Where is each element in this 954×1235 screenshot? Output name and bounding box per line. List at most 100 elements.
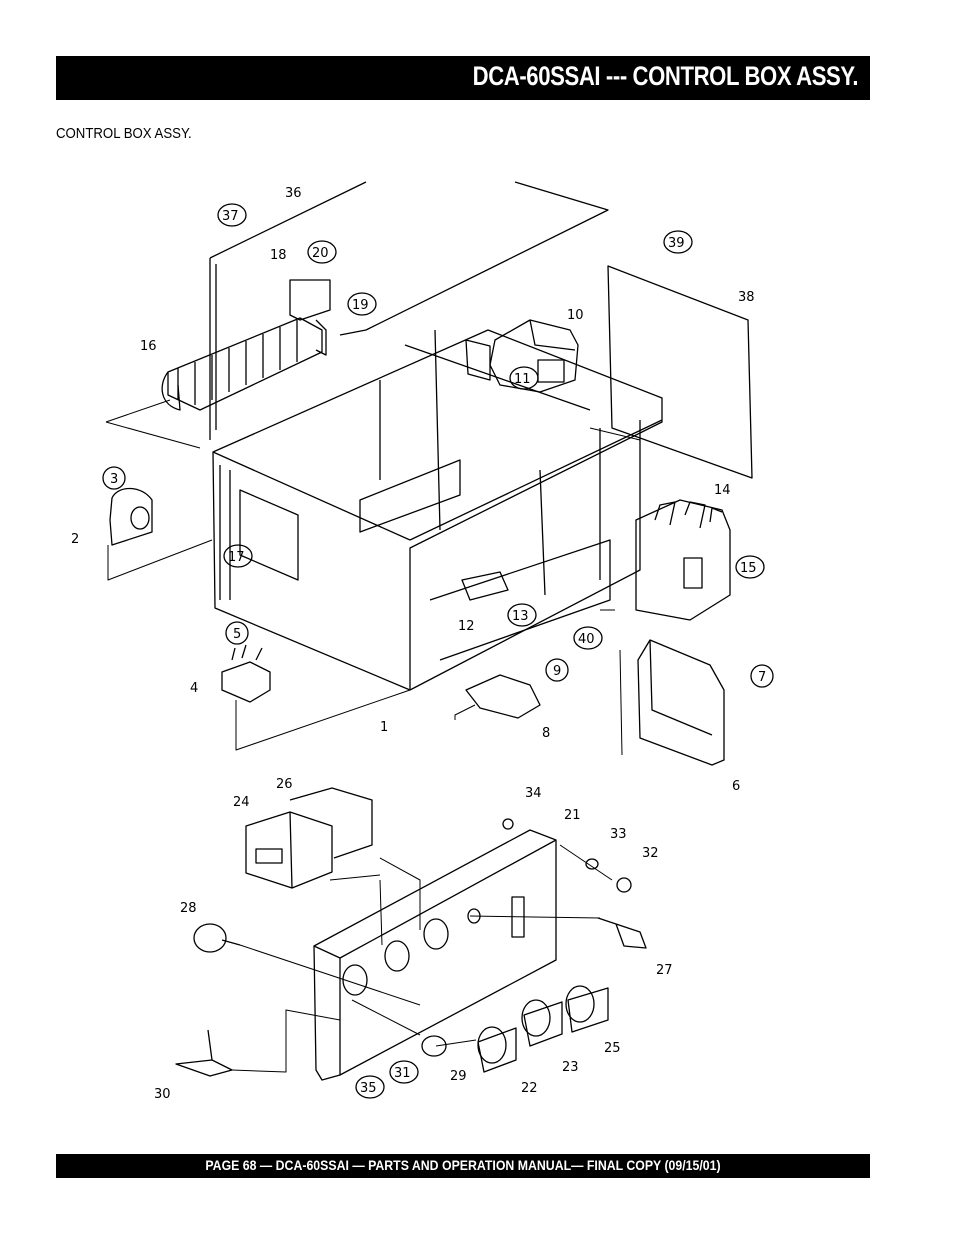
svg-text:38: 38 xyxy=(738,290,755,305)
svg-text:35: 35 xyxy=(360,1081,377,1096)
callout-28: 28 xyxy=(180,901,197,916)
callout-6: 6 xyxy=(732,779,740,794)
panel-meters xyxy=(477,985,609,1073)
callout-29: 29 xyxy=(450,1069,467,1084)
callout-11: 11 xyxy=(509,366,539,390)
relay xyxy=(465,319,579,393)
callout-10: 10 xyxy=(567,308,584,323)
callout-37: 37 xyxy=(217,203,247,227)
front-panel xyxy=(313,829,557,1081)
callout-24: 24 xyxy=(233,795,250,810)
callout-27: 27 xyxy=(656,963,673,978)
svg-text:40: 40 xyxy=(578,632,595,647)
footer-bar: PAGE 68 — DCA-60SSAI — PARTS AND OPERATI… xyxy=(56,1154,870,1178)
svg-text:2: 2 xyxy=(71,532,79,547)
svg-text:12: 12 xyxy=(458,619,475,634)
svg-text:21: 21 xyxy=(564,808,581,823)
voltage-regulator xyxy=(109,487,153,546)
callout-18: 18 xyxy=(270,248,287,263)
callout-7: 7 xyxy=(750,664,774,688)
svg-text:32: 32 xyxy=(642,846,659,861)
callout-9: 9 xyxy=(545,658,569,682)
svg-text:24: 24 xyxy=(233,795,250,810)
breaker-cover xyxy=(637,639,725,766)
callout-26: 26 xyxy=(276,777,293,792)
svg-text:34: 34 xyxy=(525,786,542,801)
svg-text:4: 4 xyxy=(190,681,198,696)
svg-text:16: 16 xyxy=(140,339,157,354)
callout-40: 40 xyxy=(573,626,603,650)
callout-38: 38 xyxy=(738,290,755,305)
leader-lines-upper xyxy=(105,399,641,756)
callout-34: 34 xyxy=(525,786,542,801)
svg-text:28: 28 xyxy=(180,901,197,916)
svg-text:30: 30 xyxy=(154,1087,171,1102)
bracket-30 xyxy=(175,1029,233,1077)
svg-text:33: 33 xyxy=(610,827,627,842)
svg-text:3: 3 xyxy=(110,472,118,487)
callout-35: 35 xyxy=(355,1075,385,1099)
callout-14: 14 xyxy=(714,483,731,498)
aux-relay xyxy=(221,644,271,703)
callout-25: 25 xyxy=(604,1041,621,1056)
top-cover-panel xyxy=(209,181,609,440)
potentiometer xyxy=(193,923,241,953)
callout-1: 1 xyxy=(380,720,388,735)
callout-33: 33 xyxy=(610,827,627,842)
svg-text:19: 19 xyxy=(352,298,369,313)
callout-32: 32 xyxy=(642,846,659,861)
terminal-block xyxy=(161,317,323,411)
callout-4: 4 xyxy=(190,681,198,696)
svg-text:31: 31 xyxy=(394,1066,411,1081)
control-box-frame xyxy=(212,329,663,691)
svg-text:8: 8 xyxy=(542,726,550,741)
svg-text:10: 10 xyxy=(567,308,584,323)
pilot-lamp xyxy=(421,1035,447,1057)
svg-text:25: 25 xyxy=(604,1041,621,1056)
svg-text:29: 29 xyxy=(450,1069,467,1084)
circuit-breaker xyxy=(635,499,731,621)
callout-15: 15 xyxy=(735,555,765,579)
callout-20: 20 xyxy=(307,240,337,264)
callout-36: 36 xyxy=(285,186,302,201)
svg-text:15: 15 xyxy=(740,561,757,576)
callout-13: 13 xyxy=(507,603,537,627)
page-title: DCA-60SSAI --- CONTROL BOX ASSY. xyxy=(472,61,859,91)
section-subtitle: CONTROL BOX ASSY. xyxy=(56,125,192,142)
bracket-18 xyxy=(289,279,331,356)
callout-19: 19 xyxy=(347,292,377,316)
switch-8 xyxy=(465,674,541,719)
svg-text:6: 6 xyxy=(732,779,740,794)
svg-text:27: 27 xyxy=(656,963,673,978)
svg-text:5: 5 xyxy=(233,627,241,642)
terminal-12 xyxy=(461,571,509,601)
svg-text:9: 9 xyxy=(553,664,561,679)
svg-text:39: 39 xyxy=(668,236,685,251)
svg-text:37: 37 xyxy=(222,209,239,224)
svg-text:17: 17 xyxy=(228,550,245,565)
callout-22: 22 xyxy=(521,1081,538,1096)
callout-2: 2 xyxy=(71,532,79,547)
hour-meter xyxy=(245,787,373,889)
callout-23: 23 xyxy=(562,1060,579,1075)
callout-30: 30 xyxy=(154,1087,171,1102)
fuse-holder xyxy=(597,917,647,949)
svg-text:23: 23 xyxy=(562,1060,579,1075)
callout-5: 5 xyxy=(225,621,249,645)
knob xyxy=(502,818,632,893)
callout-39: 39 xyxy=(663,230,693,254)
rear-panel xyxy=(607,265,753,479)
callout-16: 16 xyxy=(140,339,157,354)
callout-12: 12 xyxy=(458,619,475,634)
title-bar: DCA-60SSAI --- CONTROL BOX ASSY. xyxy=(56,56,870,100)
callout-3: 3 xyxy=(102,466,126,490)
svg-text:1: 1 xyxy=(380,720,388,735)
svg-text:18: 18 xyxy=(270,248,287,263)
leader-lines-lower xyxy=(231,844,613,1073)
svg-text:20: 20 xyxy=(312,246,329,261)
callouts: 36 37 18 20 19 39 38 16 10 11 3 2 17 14 … xyxy=(71,186,774,1102)
svg-text:13: 13 xyxy=(512,609,529,624)
page-footer: PAGE 68 — DCA-60SSAI — PARTS AND OPERATI… xyxy=(205,1157,721,1173)
svg-text:26: 26 xyxy=(276,777,293,792)
callout-17: 17 xyxy=(223,544,253,568)
